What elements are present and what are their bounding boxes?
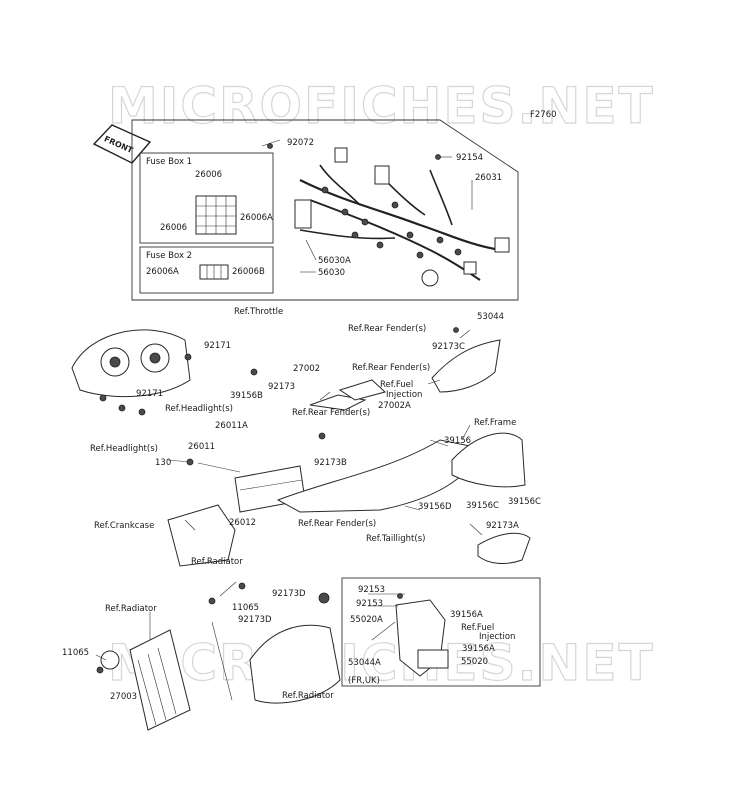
part-label-19: 39156B: [230, 391, 263, 401]
small-fasteners: [96, 143, 459, 674]
part-label-24: 27002A: [378, 401, 411, 411]
fuel-pump-bracket: [371, 599, 449, 677]
part-label-11: Ref.Rear Fender(s): [348, 324, 426, 334]
part-label-49: Ref.Fuel: [461, 623, 494, 633]
part-label-53: 53044A: [348, 658, 381, 668]
part-label-51: 11065: [62, 648, 89, 658]
part-label-16: 27002: [293, 364, 320, 374]
part-label-1: 92154: [456, 153, 483, 163]
part-label-6: 56030A: [318, 256, 351, 266]
part-label-38: 92173A: [486, 521, 519, 531]
part-label-40: Ref.Radiator: [191, 557, 243, 567]
part-label-46: 92173D: [238, 615, 272, 625]
part-label-50: Injection: [479, 632, 515, 642]
part-label-18: Injection: [386, 390, 422, 400]
part-label-42: 92173D: [272, 589, 306, 599]
part-label-27: Ref.Headlight(s): [90, 444, 158, 454]
part-label-29: 39156: [444, 436, 471, 446]
part-label-13: 92171: [204, 341, 231, 351]
front-arrow-icon: FRONT: [92, 124, 152, 164]
watermark-top: MICROFICHES.NET: [108, 77, 655, 135]
region-note: (FR,UK): [348, 676, 380, 686]
part-label-41: 92153: [358, 585, 385, 595]
part-label-43: 92153: [356, 599, 383, 609]
radiator: [100, 629, 191, 731]
part-label-34: 39156C: [466, 501, 499, 511]
fuse-box-1: [139, 152, 274, 244]
part-label-15: Ref.Rear Fender(s): [352, 363, 430, 373]
part-label-36: 26012: [229, 518, 256, 528]
part-label-3: 26006: [195, 170, 222, 180]
part-label-45: 11065: [232, 603, 259, 613]
part-label-39: Ref.Taillight(s): [366, 534, 425, 544]
part-label-22: Ref.Headlight(s): [165, 404, 233, 414]
part-label-5: 26006A: [240, 213, 273, 223]
watermark-bottom: MICROFICHES.NET: [108, 634, 655, 692]
radiator-pipe: [211, 621, 233, 701]
harness-frame: [131, 119, 519, 301]
part-label-26: Ref.Frame: [474, 418, 516, 428]
radiator-shroud: [249, 624, 341, 704]
part-label-12: 53044: [477, 312, 504, 322]
part-label-31: 92173B: [314, 458, 347, 468]
part-label-32: 39156C: [508, 497, 541, 507]
part-label-48: 55020A: [350, 615, 383, 625]
wiring-harness: [294, 147, 510, 287]
part-label-28: 26011: [188, 442, 215, 452]
fuse-box-1-title: Fuse Box 1: [146, 157, 192, 167]
fuse-box-2-title: Fuse Box 2: [146, 251, 192, 261]
leader-lines: [95, 139, 483, 661]
part-label-0: 92072: [287, 138, 314, 148]
part-label-4: 26006: [160, 223, 187, 233]
part-label-52: 39156A: [462, 644, 495, 654]
part-label-8: 26006A: [146, 267, 179, 277]
part-label-30: 130: [155, 458, 171, 468]
part-label-54: 55020: [461, 657, 488, 667]
part-label-37: Ref.Rear Fender(s): [298, 519, 376, 529]
taillight: [477, 532, 531, 564]
rear-fender-upper: [431, 339, 501, 393]
part-label-47: Ref.Radiator: [105, 604, 157, 614]
part-label-14: 92173C: [432, 342, 465, 352]
part-label-44: 39156A: [450, 610, 483, 620]
headlight-assembly: [71, 329, 191, 397]
part-label-55: 27003: [110, 692, 137, 702]
part-label-20: 92173: [268, 382, 295, 392]
fuse-block-2: [199, 264, 229, 280]
rear-fender-tray: [276, 379, 481, 513]
part-label-7: 56030: [318, 268, 345, 278]
part-label-35: Ref.Crankcase: [94, 521, 154, 531]
crankcase-cover: [167, 504, 236, 567]
part-label-10: Ref.Throttle: [234, 307, 283, 317]
part-label-23: Ref.Rear Fender(s): [292, 408, 370, 418]
diagram-code: F2760: [530, 110, 557, 120]
part-label-25: 26011A: [215, 421, 248, 431]
fuse-block-1: [195, 195, 237, 235]
fuel-injection-detail-box: [341, 577, 541, 687]
part-label-33: 39156D: [418, 502, 452, 512]
part-label-17: Ref.Fuel: [380, 380, 413, 390]
rear-frame: [451, 432, 526, 488]
part-label-21: 92171: [136, 389, 163, 399]
fuse-box-2: [139, 246, 274, 294]
part-label-2: 26031: [475, 173, 502, 183]
part-label-9: 26006B: [232, 267, 265, 277]
part-label-56: Ref.Radiator: [282, 691, 334, 701]
